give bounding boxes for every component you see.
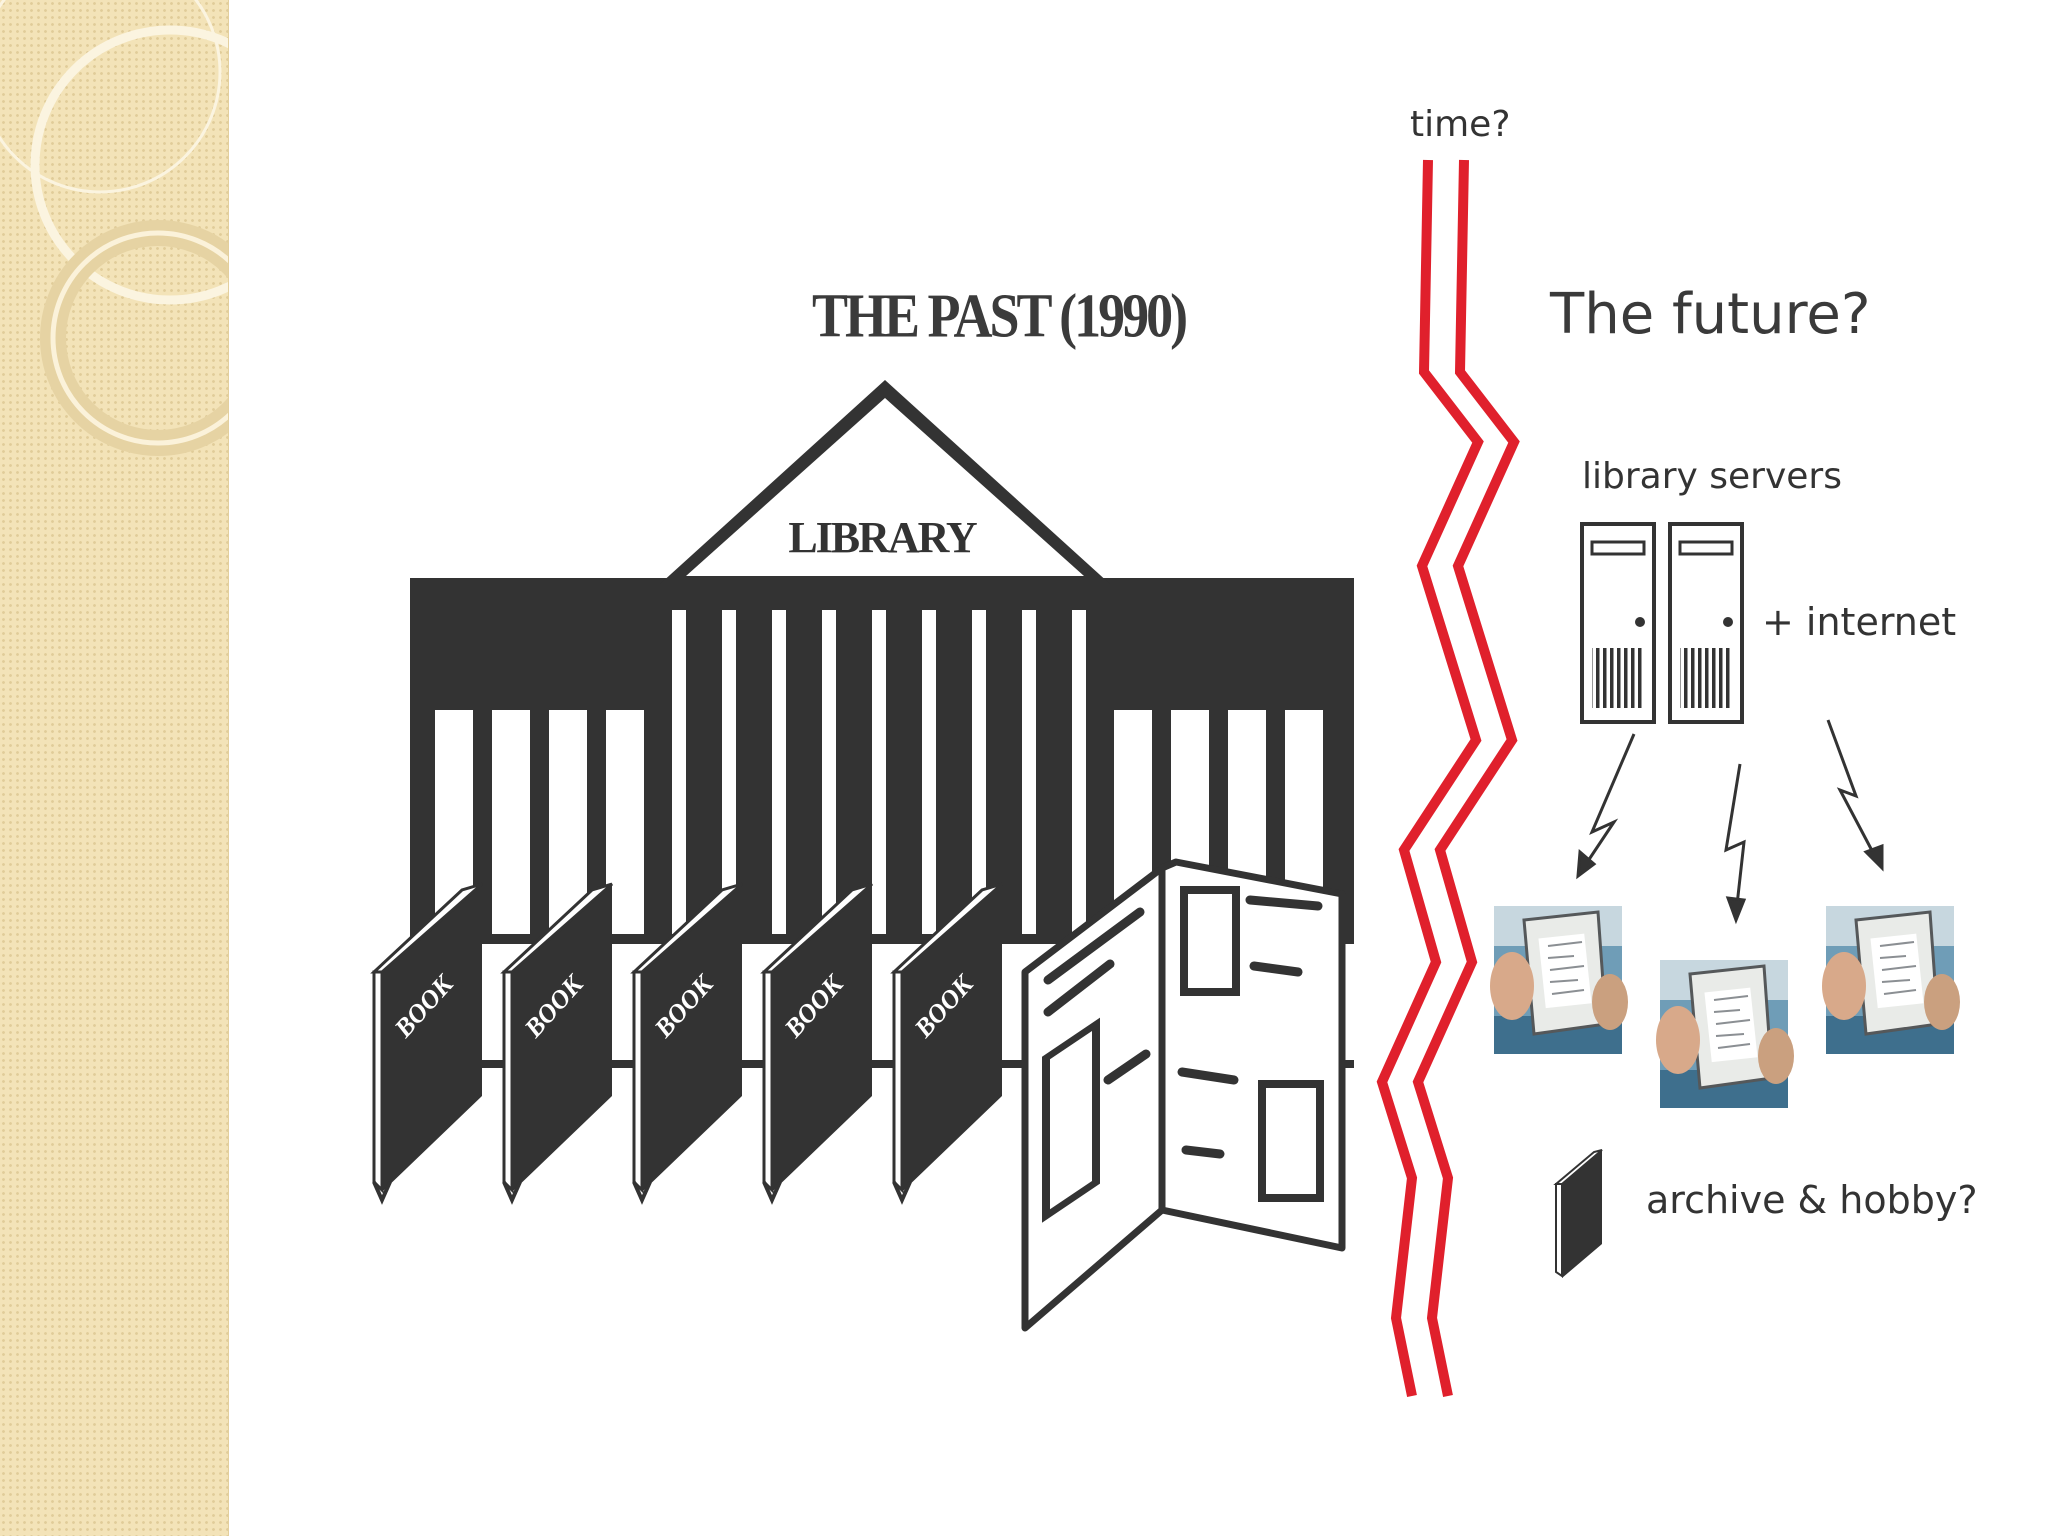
- ebook-reader-image: [1656, 960, 1794, 1108]
- server-tower-icon: [1582, 524, 1654, 722]
- time-divider: [1382, 160, 1514, 1396]
- book-icon: BOOK: [374, 884, 482, 1200]
- lightning-arrow-icon: [1828, 720, 1882, 868]
- library-sign: LIBRARY: [788, 513, 977, 562]
- library-servers-icon: [1582, 524, 1742, 722]
- server-tower-icon: [1670, 524, 1742, 722]
- archive-label: archive & hobby?: [1646, 1178, 1978, 1222]
- ebook-reader-image: [1490, 906, 1628, 1054]
- servers-label: library servers: [1582, 456, 1842, 497]
- open-magazine-icon: [1025, 862, 1342, 1328]
- future-title: The future?: [1550, 282, 1871, 347]
- time-label: time?: [1410, 104, 1510, 145]
- ebook-reader-image: [1822, 906, 1960, 1054]
- lightning-arrow-icon: [1726, 764, 1744, 920]
- lightning-arrow-icon: [1578, 734, 1634, 876]
- lightning-arrows: [1578, 720, 1882, 920]
- past-title: THE PAST (1990): [812, 280, 1185, 351]
- internet-label: + internet: [1762, 600, 1956, 644]
- small-book-icon: [1556, 1150, 1602, 1278]
